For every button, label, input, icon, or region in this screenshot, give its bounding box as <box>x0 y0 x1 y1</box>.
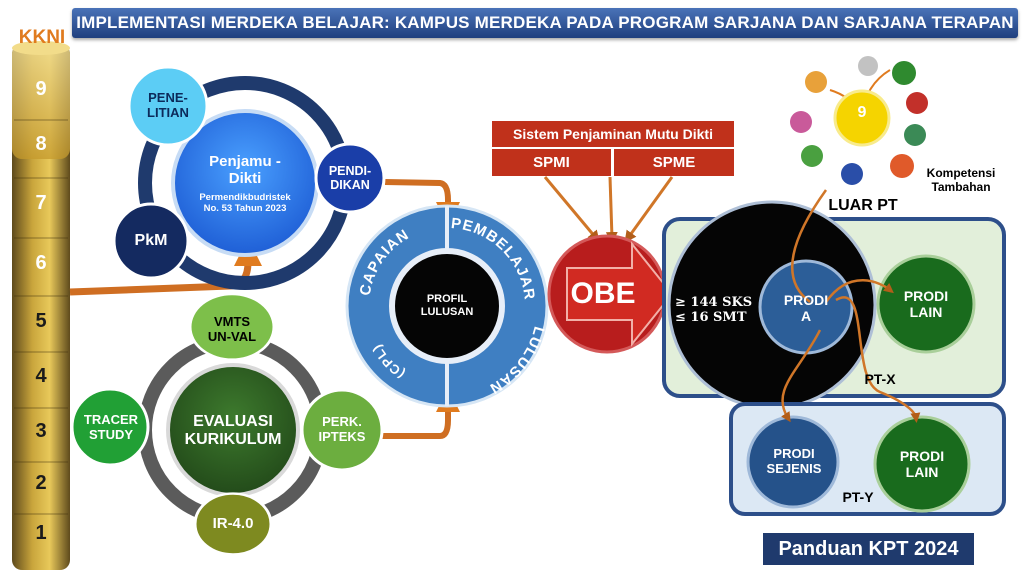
footer-label: Panduan KPT 2024 <box>763 533 974 565</box>
kkni-level-7: 7 <box>35 192 47 214</box>
cpl-labels: CAPAIAN PEMBELAJARAN LULUSAN (CPL) <box>347 206 547 397</box>
pty-prodi-lain-node: PRODI LAIN <box>899 447 945 480</box>
kkni-level-3: 3 <box>35 420 47 442</box>
penjamu-dikti-node: Penjamu - Dikti Permendikbudristek No. 5… <box>190 140 300 228</box>
tracer-study-node: TRACER STUDY <box>83 412 139 442</box>
cpl-abbrev: (CPL) <box>369 342 408 382</box>
arrow-perk-to-cpl <box>370 388 460 439</box>
kkni-column <box>12 44 70 570</box>
kompetensi-tambahan: Kompetensi Tambahan <box>926 166 996 194</box>
luar-pt-label: LUAR PT <box>828 196 898 214</box>
kompetensi-count: 9 <box>857 103 867 121</box>
banner-title: IMPLEMENTASI MERDEKA BELAJAR: KAMPUS MER… <box>72 8 1018 38</box>
profil-lulusan-node: PROFIL LULUSAN <box>420 293 474 318</box>
kkni-level-2: 2 <box>35 472 47 494</box>
prodi-sejenis-node: PRODI SEJENIS <box>766 446 822 476</box>
sks-text: ≥ 144 SKS <box>675 295 753 311</box>
ir-node: IR-4.0 <box>212 515 254 533</box>
evaluasi-label: EVALUASI KURIKULUM <box>184 412 282 448</box>
smt-text: ≤ 16 SMT <box>675 310 747 325</box>
spmi-box: SPMI <box>492 149 611 176</box>
ptx-requirements: ≥ 144 SKS ≤ 16 SMT <box>675 290 757 332</box>
kkni-level-9: 9 <box>35 78 47 100</box>
pendidikan-node: PENDI- DIKAN <box>328 163 372 192</box>
spm-title: Sistem Penjaminan Mutu Dikti <box>492 121 734 147</box>
penelitian-node: PENE- LITIAN <box>147 90 189 120</box>
pkm-node: PkM <box>134 231 168 249</box>
evaluasi-kurikulum-node: EVALUASI KURIKULUM <box>178 400 288 462</box>
ptx-prodi-lain-node: PRODI LAIN <box>903 287 949 320</box>
arrow-pendidikan-to-cpl <box>384 179 460 226</box>
spme-box: SPME <box>614 149 734 176</box>
kkni-level-4: 4 <box>35 365 47 387</box>
kkni-level-6: 6 <box>35 252 47 274</box>
kkni-level-1: 1 <box>35 522 47 544</box>
prodi-a-node: PRODI A <box>783 291 829 324</box>
ptx-label: PT-X <box>864 370 896 387</box>
obe-label: OBE <box>570 276 636 310</box>
penjamu-title: Penjamu - Dikti <box>209 152 281 188</box>
luar-pt-wheel <box>790 56 928 185</box>
pty-label: PT-Y <box>842 488 874 505</box>
perk-ipteks-node: PERK. IPTEKS <box>318 414 366 444</box>
cpl-lulusan: LULUSAN <box>486 324 547 397</box>
kkni-label: KKNI <box>18 27 66 48</box>
kkni-level-8: 8 <box>35 133 47 155</box>
penjamu-sub: Permendikbudristek No. 53 Tahun 2023 <box>199 192 291 215</box>
vmts-node: VMTS UN-VAL <box>207 314 257 344</box>
kkni-level-5: 5 <box>35 310 47 332</box>
